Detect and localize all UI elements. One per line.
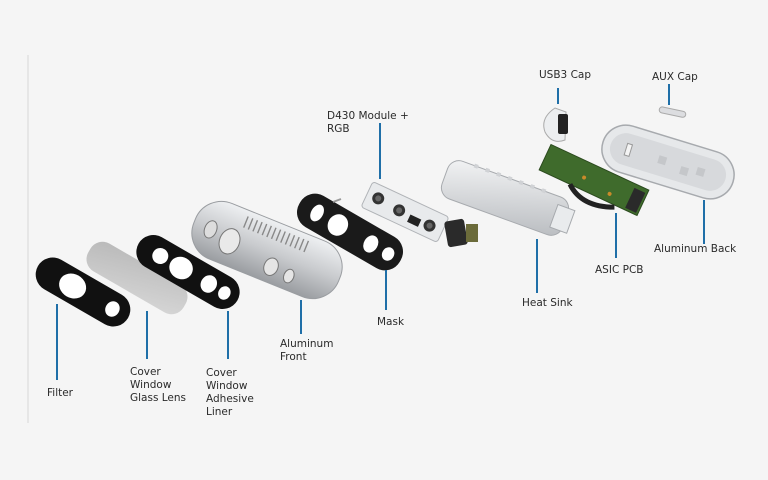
label-aux-cap: AUX Cap — [652, 71, 698, 83]
leader-line-mask — [385, 270, 387, 310]
label-filter: Filter — [47, 387, 74, 399]
rgb-connector — [444, 218, 478, 248]
label-d430-module: D430 Module + RGB — [327, 110, 409, 135]
mask-part — [296, 193, 404, 271]
label-aluminum-front: Aluminum Front — [280, 338, 334, 363]
label-mask: Mask — [377, 316, 405, 328]
screw-icon — [332, 198, 342, 203]
leader-line-aux-cap — [668, 84, 670, 105]
label-usb3-cap: USB3 Cap — [539, 69, 592, 81]
aluminum-back-part — [601, 124, 735, 200]
d430-module-part — [361, 182, 449, 242]
leader-line-filter — [56, 304, 58, 380]
leader-line-aluminum-front — [300, 300, 302, 334]
left-divider-line — [27, 55, 29, 423]
leader-line-usb3-cap — [557, 88, 559, 104]
label-cover-window-adhesive-liner: Cover Window Adhesive Liner — [206, 367, 254, 418]
leader-line-glass-lens — [146, 311, 148, 359]
adhesive-liner-part — [136, 235, 240, 309]
leader-line-d430 — [379, 123, 381, 179]
leader-line-heat-sink — [536, 239, 538, 293]
aluminum-front-part — [191, 200, 343, 300]
label-heat-sink: Heat Sink — [522, 297, 573, 309]
glass-lens-part — [86, 241, 188, 315]
heat-sink-part — [440, 160, 576, 236]
label-aluminum-back: Aluminum Back — [654, 243, 737, 255]
label-cover-window-glass-lens: Cover Window Glass Lens — [130, 366, 187, 404]
leader-line-asic-pcb — [615, 213, 617, 258]
leader-line-adhesive-liner — [227, 311, 229, 359]
leader-line-aluminum-back — [703, 200, 705, 244]
filter-part — [35, 257, 131, 327]
asic-pcb-part — [538, 143, 650, 217]
usb3-cap-part — [543, 107, 568, 142]
aux-cap-part — [658, 106, 687, 118]
label-asic-pcb: ASIC PCB — [595, 264, 644, 276]
